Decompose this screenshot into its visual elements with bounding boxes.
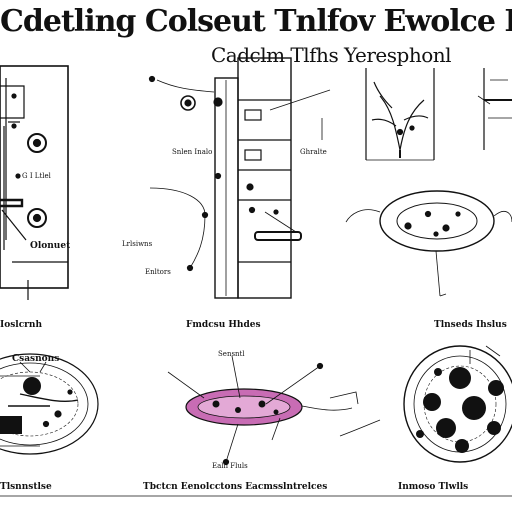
- panel-cell-section-left: [0, 353, 99, 455]
- label-column-note: Snlen Inalo: [172, 148, 213, 156]
- panel-fiber-diagram: [365, 68, 512, 161]
- panel-column-apparatus: [148, 57, 331, 299]
- diagram-title: Cdetling Colseut Tnlfov Ewolce Foxe: [0, 4, 512, 39]
- label-row-center: Fmdcsu Hhdes: [186, 320, 261, 330]
- label-cabinet-side: G I Ltlel: [22, 172, 51, 180]
- panel-device-cabinet: [0, 65, 69, 300]
- panel-membrane: [167, 355, 381, 466]
- label-column-left: Lrlsiwns: [122, 240, 153, 248]
- label-membrane-top: Sensntl: [218, 350, 245, 358]
- label-footer-center: Tbctcn Eenolcctons Eacmsslntrelces: [143, 482, 328, 492]
- label-row-left: Ioslcrnh: [0, 320, 43, 330]
- label-footer-left: Tlsnnstlse: [0, 482, 52, 492]
- diagram-subtitle: Cadclm Tlfhs Yeresphonl: [210, 43, 452, 67]
- panel-cell-nucleus: [345, 190, 512, 297]
- label-section-left-top: Csasnons: [12, 354, 60, 364]
- panel-cell-vesicles: [403, 345, 512, 463]
- label-column-right: Ghralte: [300, 148, 327, 156]
- label-row-right: Tlnseds Ihslus: [434, 320, 507, 330]
- label-membrane-caption: Ealn Fluls: [212, 462, 248, 470]
- label-cabinet-lower: Olonuet: [30, 241, 71, 251]
- label-footer-right: Inmoso Tlwlls: [398, 482, 469, 492]
- label-column-lower: Enltors: [145, 268, 171, 276]
